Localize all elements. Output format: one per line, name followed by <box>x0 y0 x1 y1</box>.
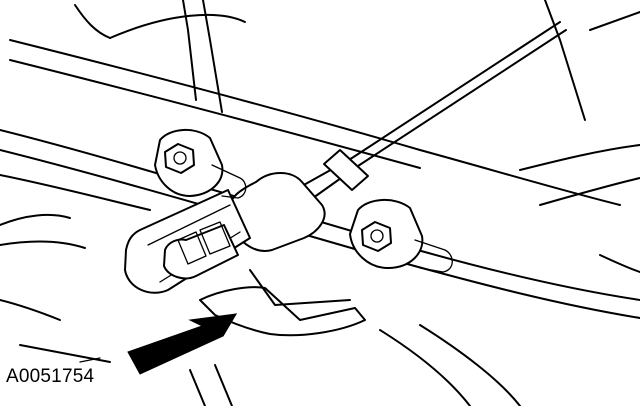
figure-reference-code: A0051754 <box>6 366 95 387</box>
right-bolt <box>349 199 453 273</box>
upper-left-bolt <box>154 129 247 199</box>
mounting-rail <box>0 39 640 319</box>
label-leader-line <box>79 357 101 363</box>
cable-connector <box>124 172 326 294</box>
cable-ferrule <box>323 149 369 191</box>
lower-bracket <box>199 269 366 337</box>
cable <box>267 21 567 221</box>
indicator-arrowhead <box>188 313 237 337</box>
